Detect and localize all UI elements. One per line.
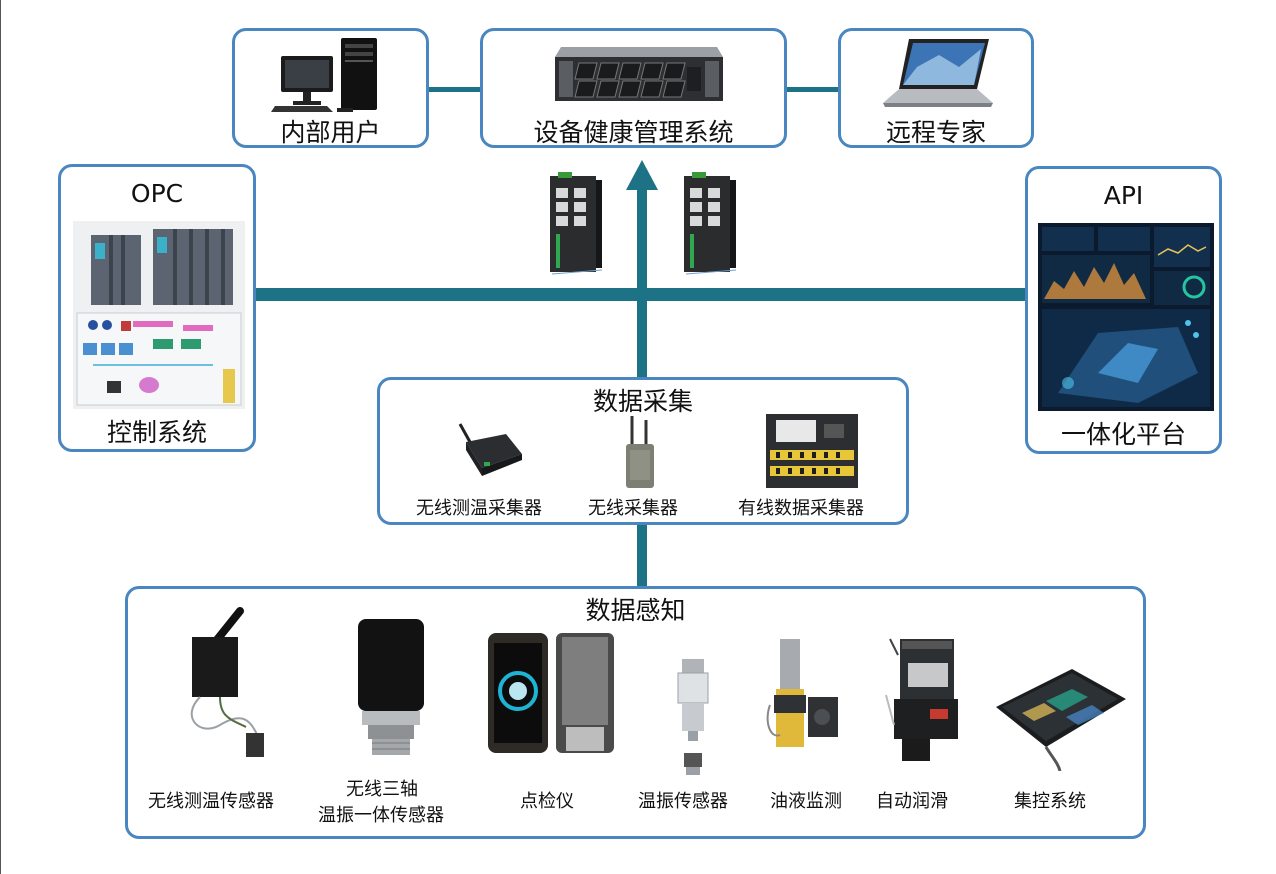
network-switch-right-icon [684, 172, 737, 275]
sensor-label-2: 无线三轴 [346, 779, 418, 800]
integrated-platform-box: API 一体化平台 [1025, 166, 1222, 454]
collector-label-3: 有线数据采集器 [738, 498, 864, 519]
internal-users-box: 内部用户 [232, 28, 429, 148]
plc-scada-picture [73, 221, 245, 409]
integrated-platform-label: 一体化平台 [1060, 420, 1186, 449]
sensor-label-8: 集控系统 [1014, 791, 1086, 812]
wireless-collector-icon [626, 416, 654, 488]
link-system-to-remote [787, 87, 839, 92]
vertical-trunk-lower [637, 520, 647, 590]
wireless-temperature-collector-icon [458, 423, 522, 476]
central-control-tablet-icon [996, 669, 1126, 771]
api-label: API [1103, 181, 1144, 210]
left-border-line [0, 0, 1, 874]
sensor-label-7: 自动润滑 [876, 791, 948, 812]
data-sensing-title: 数据感知 [585, 596, 686, 625]
sensor-label-5: 温振传感器 [638, 791, 728, 812]
triaxial-vibration-sensor-icon [358, 619, 424, 755]
internal-users-label: 内部用户 [280, 118, 381, 147]
control-system-label: 控制系统 [106, 418, 207, 447]
network-switch-left-icon [550, 172, 603, 275]
dashboard-screen-picture [1038, 223, 1214, 411]
oil-monitoring-icon [766, 639, 838, 747]
opc-label: OPC [130, 179, 184, 208]
auto-lubrication-icon [885, 638, 958, 761]
rack-server-icon [555, 47, 723, 101]
collector-label-1: 无线测温采集器 [416, 498, 542, 519]
laptop-icon [883, 39, 993, 107]
data-sensing-box: 数据感知 无线测温传感器 无线三轴 温振一体传感器 点检仪 温振传感器 [125, 586, 1146, 839]
health-system-label: 设备健康管理系统 [533, 118, 734, 147]
sensor-label-4: 点检仪 [520, 791, 574, 812]
inspection-device-icon [488, 633, 614, 753]
up-arrow-head [626, 160, 658, 190]
health-system-box: 设备健康管理系统 [480, 28, 787, 148]
desktop-computer-icon [271, 38, 377, 112]
link-internal-to-system [428, 87, 482, 92]
sensor-label-3: 温振一体传感器 [318, 805, 444, 826]
data-collection-box: 数据采集 无线测温采集器 无线采集器 有线数据采集器 [377, 377, 909, 525]
wireless-temperature-sensor-icon [190, 607, 264, 757]
sensor-label-1: 无线测温传感器 [148, 791, 274, 812]
collector-label-2: 无线采集器 [588, 498, 678, 519]
vertical-trunk-upper [637, 186, 647, 382]
temperature-vibration-sensor-icon [677, 659, 709, 775]
wired-data-collector-icon [766, 414, 858, 488]
control-system-box: OPC 控制系统 [58, 164, 256, 452]
data-collection-title: 数据采集 [592, 387, 693, 416]
sensor-label-6: 油液监测 [770, 791, 842, 812]
remote-expert-box: 远程专家 [838, 28, 1034, 148]
remote-expert-label: 远程专家 [885, 118, 986, 147]
